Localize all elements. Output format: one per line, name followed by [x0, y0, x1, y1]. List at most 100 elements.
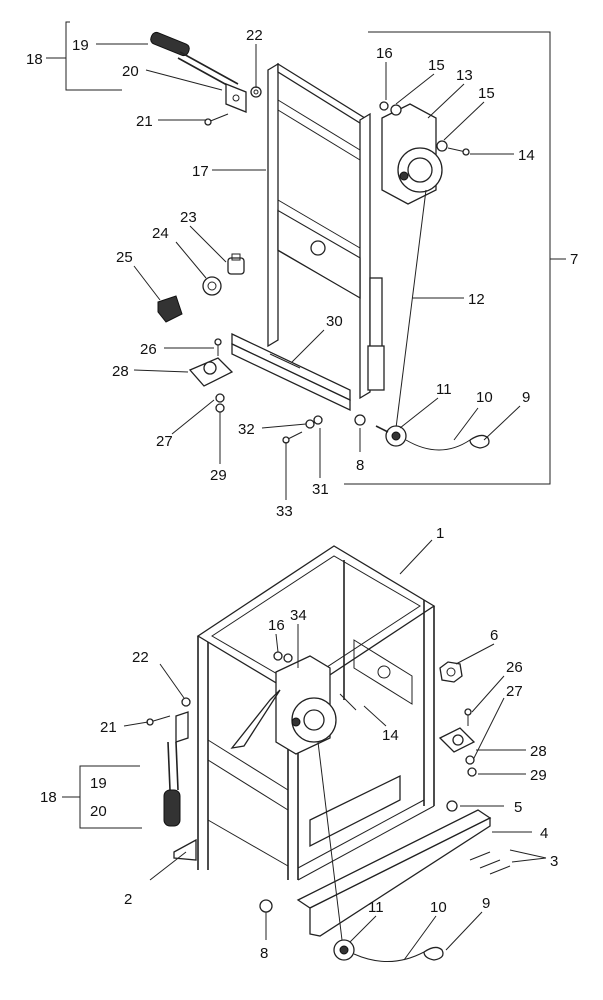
callout-34: 34	[290, 607, 307, 624]
callout-labels-lower: 1 16 34 6 22 21 14 26 27 28 29 18 19 20 …	[40, 525, 558, 962]
handle-part-19	[150, 31, 239, 91]
callout-3: 3	[550, 853, 558, 870]
callout-28: 28	[112, 363, 129, 380]
callout-10: 10	[476, 389, 493, 406]
callout-5: 5	[514, 799, 522, 816]
callout-29: 29	[210, 467, 227, 484]
pulley-part-11	[375, 425, 407, 447]
pulley-part-11-lower	[333, 939, 355, 961]
callout-18-lower: 18	[40, 789, 57, 806]
callout-21-lower: 21	[100, 719, 117, 736]
callout-12: 12	[468, 291, 485, 308]
callout-15-a: 15	[428, 57, 445, 74]
bearing-part-28	[188, 357, 234, 387]
bolt-part-21	[204, 113, 229, 126]
gas-strut	[367, 277, 385, 391]
upper-exploded-view	[46, 21, 566, 500]
winch-part-34	[230, 655, 337, 755]
callout-29-lower: 29	[530, 767, 547, 784]
callout-24: 24	[152, 225, 169, 242]
cable-part-12	[395, 189, 427, 429]
foot-part-2	[173, 838, 197, 861]
callout-16: 16	[376, 45, 393, 62]
callout-17: 17	[192, 163, 209, 180]
nut-part-22-lower	[181, 697, 191, 707]
bolt-part-21-lower	[146, 715, 171, 726]
callout-9: 9	[522, 389, 530, 406]
callout-18: 18	[26, 51, 43, 68]
nut-part-22	[250, 86, 262, 98]
callout-19: 19	[72, 37, 89, 54]
cable-part-12-lower	[317, 741, 343, 941]
nut-part-29-lower	[467, 767, 477, 777]
nut-part-8-lower	[259, 899, 273, 913]
callout-20: 20	[122, 63, 139, 80]
frame-part-17	[267, 62, 371, 400]
nut-part-29	[215, 403, 225, 413]
callout-20-lower: 20	[90, 803, 107, 820]
base-rail-part-4	[296, 809, 492, 937]
washer-part-15-right	[436, 140, 448, 152]
handle-bracket-part-20	[225, 83, 247, 113]
washer-part-15-left	[390, 104, 402, 116]
bearing-part-28-lower	[438, 727, 476, 753]
callout-25: 25	[116, 249, 133, 266]
callout-6: 6	[490, 627, 498, 644]
leader-lines-lower	[123, 539, 547, 961]
hook-part-9	[469, 434, 490, 449]
plug-part-23	[227, 253, 245, 275]
bolts-part-3	[469, 851, 511, 875]
frame-part-1	[196, 545, 436, 881]
lower-assembled-view	[62, 539, 547, 963]
callout-30: 30	[326, 313, 343, 330]
callout-31: 31	[312, 481, 329, 498]
leader-lines-upper	[96, 43, 521, 500]
bolt-part-26-lower	[464, 708, 472, 726]
callout-14: 14	[518, 147, 535, 164]
callout-33: 33	[276, 503, 293, 520]
callout-22: 22	[246, 27, 263, 44]
callout-22-lower: 22	[132, 649, 149, 666]
nut-part-6	[439, 661, 463, 683]
callout-27-lower: 27	[506, 683, 523, 700]
callout-16-lower: 16	[268, 617, 285, 634]
callout-7: 7	[570, 251, 578, 268]
ring-part-24	[202, 276, 222, 296]
callout-labels-upper: 18 19 20 21 22 17 16 15 13 15 14 7 23 24…	[26, 27, 578, 520]
washer-part-27	[215, 393, 225, 403]
bolt-part-14	[447, 147, 470, 156]
nut-part-31	[313, 415, 323, 425]
callout-4: 4	[540, 825, 548, 842]
callout-13: 13	[456, 67, 473, 84]
winch-part-13	[381, 103, 443, 205]
washer-part-27-lower	[465, 755, 475, 765]
nut-part-5	[446, 800, 458, 812]
bracket-lines-lower	[62, 765, 142, 829]
strap-part-10-lower	[353, 951, 425, 963]
hook-part-9-lower	[423, 946, 444, 961]
callout-8-lower: 8	[260, 945, 268, 962]
callout-27: 27	[156, 433, 173, 450]
callout-32: 32	[238, 421, 255, 438]
strap-part-10	[405, 439, 471, 451]
callout-21: 21	[136, 113, 153, 130]
bracket-lines-upper	[46, 21, 566, 485]
bracket-part-20-lower	[175, 711, 189, 743]
handle-part-19-lower	[163, 741, 181, 827]
callout-11: 11	[436, 381, 452, 398]
cap-part-25	[157, 295, 183, 323]
bolt-part-33	[282, 431, 303, 444]
callout-19-lower: 19	[90, 775, 107, 792]
callout-2: 2	[124, 891, 132, 908]
plate-part-30	[231, 332, 351, 412]
callout-11-lower: 11	[368, 899, 384, 916]
nut-part-8	[354, 414, 366, 426]
callout-10-lower: 10	[430, 899, 447, 916]
bolt-part-14-lower	[339, 693, 357, 711]
callout-26: 26	[140, 341, 157, 358]
callout-14-lower: 14	[382, 727, 399, 744]
callout-1: 1	[436, 525, 444, 542]
bolt-part-26	[214, 338, 222, 356]
callout-9-lower: 9	[482, 895, 490, 912]
